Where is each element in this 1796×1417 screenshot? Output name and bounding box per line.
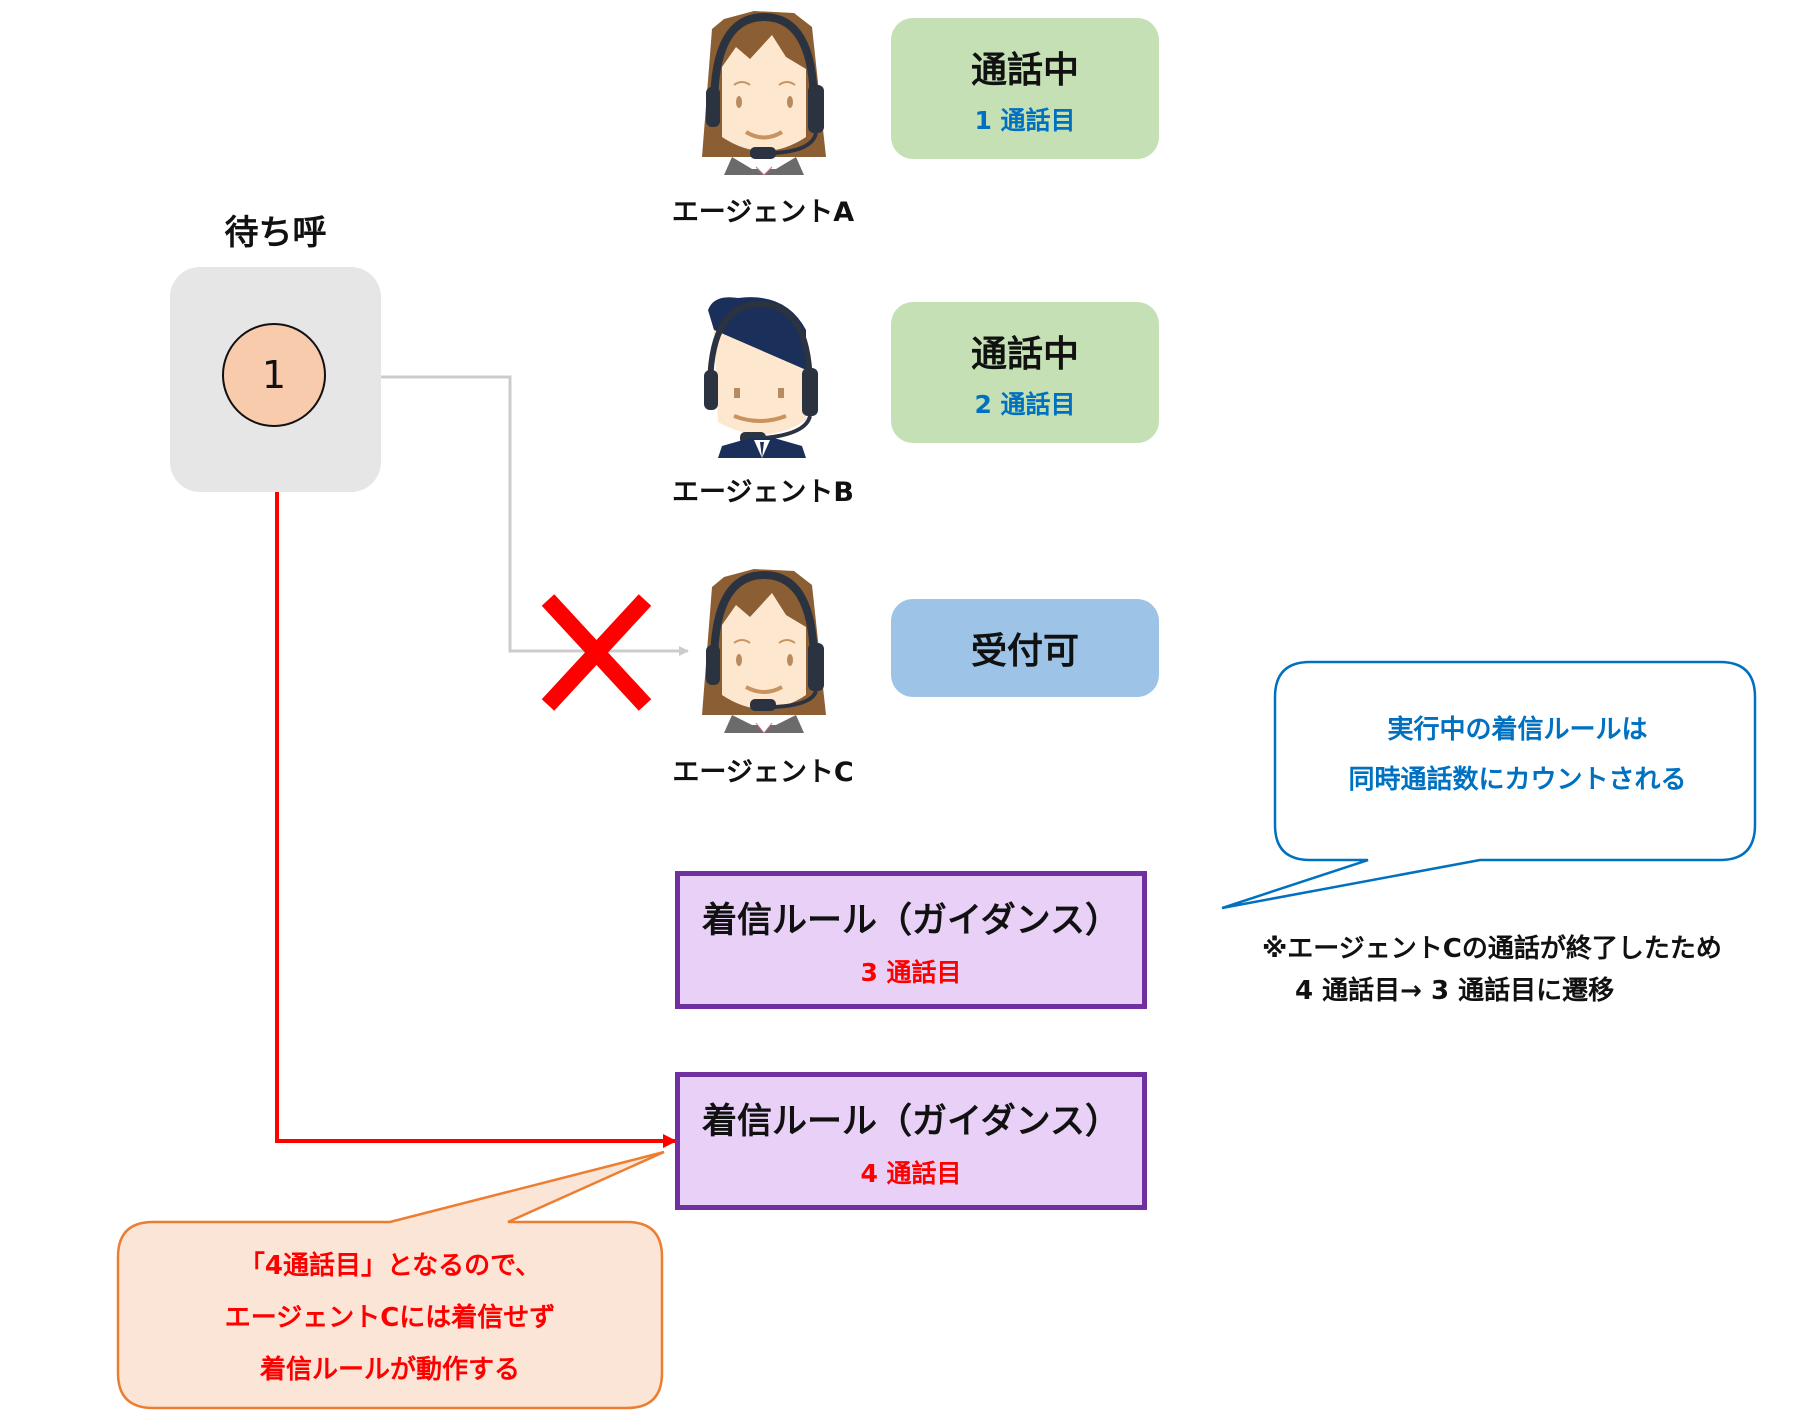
agent-c-label: エージェントC xyxy=(672,757,854,788)
call-count: 1 通話目 xyxy=(974,105,1076,135)
rule-title: 着信ルール（ガイダンス） xyxy=(702,1101,1120,1142)
note-line-1: ※エージェントCの通話が終了したため xyxy=(1262,934,1722,964)
status-text: 通話中 xyxy=(970,333,1079,375)
blocked-x-icon xyxy=(541,594,652,711)
agent-a-status: 通話中 1 通話目 xyxy=(891,18,1159,159)
active-route-line xyxy=(275,431,677,1148)
rule-title: 着信ルール（ガイダンス） xyxy=(702,900,1120,941)
call-count: 2 通話目 xyxy=(974,389,1076,419)
rule-call-count: 4 通話目 xyxy=(860,1158,962,1188)
incoming-rule-3: 着信ルール（ガイダンス） 3 通話目 xyxy=(675,871,1147,1009)
waiting-call-badge[interactable]: 1 xyxy=(222,323,326,427)
callout-line: 着信ルールが動作する xyxy=(259,1355,520,1385)
transition-note: ※エージェントCの通話が終了したため 4 通話目→ 3 通話目に遷移 xyxy=(1262,928,1722,1012)
callout-line: 実行中の着信ルールは xyxy=(1387,715,1648,745)
agent-b-status: 通話中 2 通話目 xyxy=(891,302,1159,443)
queue-title: 待ち呼 xyxy=(224,213,327,253)
status-text: 通話中 xyxy=(970,49,1079,91)
note-line-2: 4 通話目→ 3 通話目に遷移 xyxy=(1295,976,1615,1006)
male-operator-icon xyxy=(704,297,818,458)
rule-call-count: 3 通話目 xyxy=(860,957,962,987)
callout-line: 同時通話数にカウントされる xyxy=(1348,765,1687,795)
incoming-rule-4: 着信ルール（ガイダンス） 4 通話目 xyxy=(675,1072,1147,1210)
callout-blue-bubble xyxy=(1221,660,1757,910)
female-operator-icon xyxy=(702,569,826,733)
status-text: 受付可 xyxy=(970,631,1079,672)
callout-blue-text: 実行中の着信ルールは 同時通話数にカウントされる xyxy=(1280,705,1755,805)
female-operator-icon xyxy=(702,11,826,175)
waiting-call-number: 1 xyxy=(261,353,287,397)
agent-a-label: エージェントA xyxy=(671,197,855,228)
callout-line: エージェントCには着信せず xyxy=(224,1303,556,1333)
callout-orange-text: 「4通話目」となるので、 エージェントCには着信せず 着信ルールが動作する xyxy=(118,1240,662,1396)
callout-line: 「4通話目」となるので、 xyxy=(238,1251,542,1281)
agent-c-status: 受付可 xyxy=(891,599,1159,697)
agent-b-label: エージェントB xyxy=(671,477,855,508)
callout-orange-bubble xyxy=(116,1150,665,1410)
